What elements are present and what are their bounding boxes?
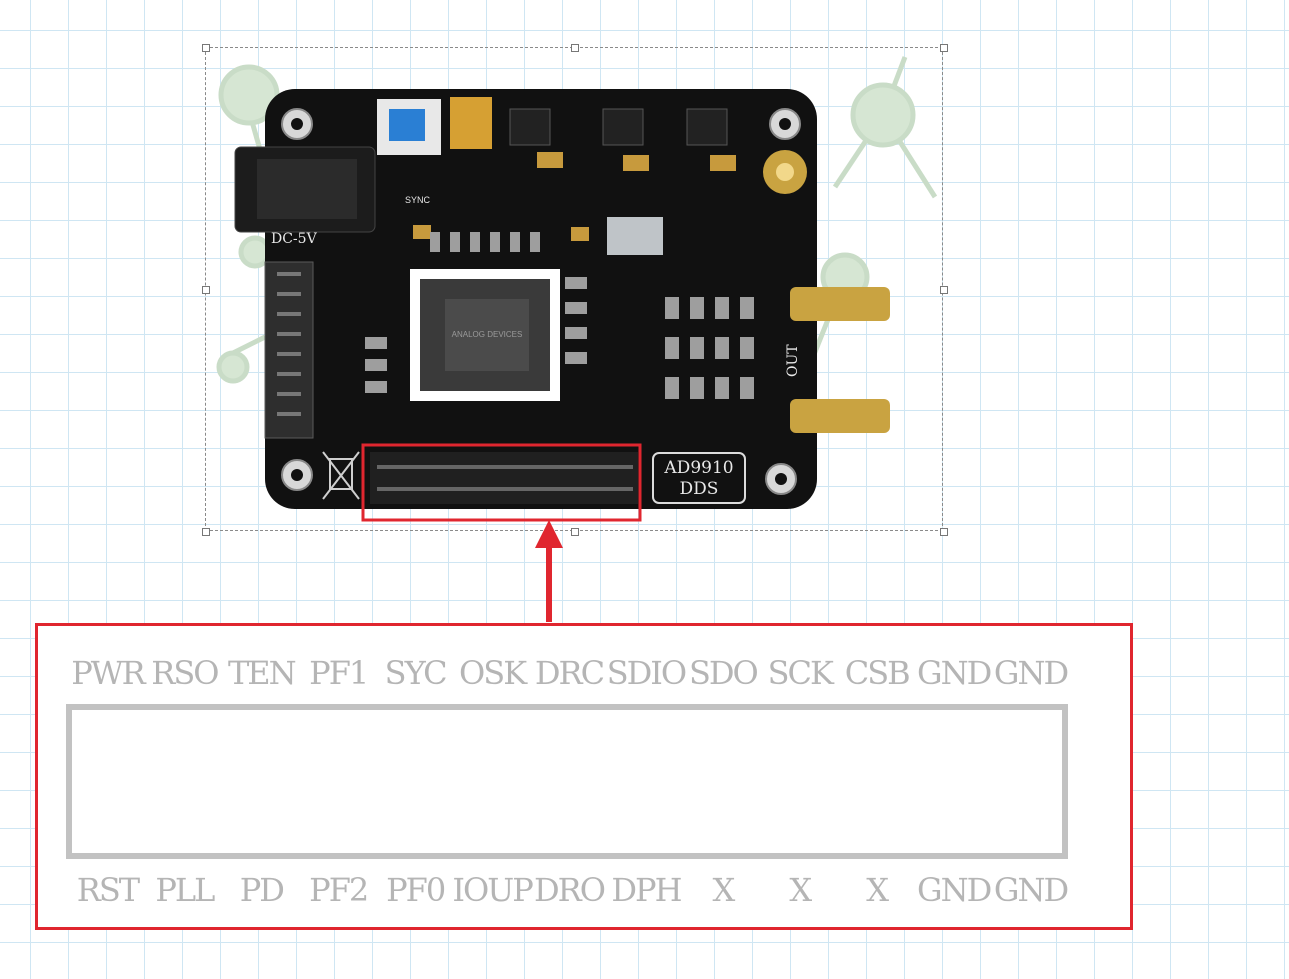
pin-label: CSB <box>844 654 911 692</box>
pin-label: SDO <box>688 654 759 692</box>
side-pin-header <box>264 261 314 439</box>
header-highlight-box <box>361 443 642 522</box>
pin-label: IOUP <box>452 871 533 909</box>
pin-label: PF1 <box>309 654 369 692</box>
resize-handle-top-center[interactable] <box>571 44 579 52</box>
pin-label: X <box>789 871 812 909</box>
bottom-pin-header <box>370 452 638 504</box>
pin-label: PLL <box>155 871 215 909</box>
pin-label: PF0 <box>386 871 446 909</box>
pin-label: OSK <box>459 654 527 692</box>
product-badge <box>652 452 746 504</box>
pin-label: DPH <box>611 871 682 909</box>
weee-icon <box>322 451 360 500</box>
resize-handle-bottom-left[interactable] <box>202 528 210 536</box>
pin-label: PD <box>239 871 285 909</box>
chip-marking: ANALOG DEVICES <box>452 330 523 339</box>
pin-label: DRO <box>534 871 606 909</box>
badge-line1: AD9910 <box>663 458 733 478</box>
pin-label: DRC <box>534 654 605 692</box>
pointer-arrow <box>535 520 563 622</box>
board-photo: ANALOG DEVICES DC-5V SYNC OUT AD9910 DDS <box>216 56 938 522</box>
pin-label: GND <box>917 654 992 692</box>
pin-label: SDIO <box>606 654 687 692</box>
badge-line2: DDS <box>680 479 719 499</box>
pin-label: X <box>712 871 735 909</box>
pin-header-outline <box>66 704 1068 859</box>
sync-label: SYNC <box>405 195 431 205</box>
resize-handle-top-left[interactable] <box>202 44 210 52</box>
out-label: OUT <box>785 344 801 377</box>
pin-label: GND <box>917 871 992 909</box>
pin-label: GND <box>993 871 1069 909</box>
pin-label: PF2 <box>309 871 369 909</box>
dc-5v-label: DC-5V <box>271 231 318 247</box>
pin-label: SCK <box>767 654 834 692</box>
pin-label: SYC <box>384 654 448 692</box>
pin-label: RST <box>76 871 140 909</box>
resize-handle-middle-right[interactable] <box>940 286 948 294</box>
pin-label: TEN <box>227 654 297 692</box>
resize-handle-bottom-right[interactable] <box>940 528 948 536</box>
pinout-callout <box>35 623 1133 930</box>
pin-label: GND <box>993 654 1069 692</box>
resize-handle-bottom-center[interactable] <box>571 528 579 536</box>
pin-label: PWR <box>71 654 146 692</box>
pin-label: X <box>866 871 889 909</box>
resize-handle-middle-left[interactable] <box>202 286 210 294</box>
resize-handle-top-right[interactable] <box>940 44 948 52</box>
background-molecule-graphic <box>216 56 938 384</box>
image-selection-frame[interactable] <box>202 44 948 536</box>
callout-background <box>62 626 1102 927</box>
pin-label: RSO <box>151 654 219 692</box>
